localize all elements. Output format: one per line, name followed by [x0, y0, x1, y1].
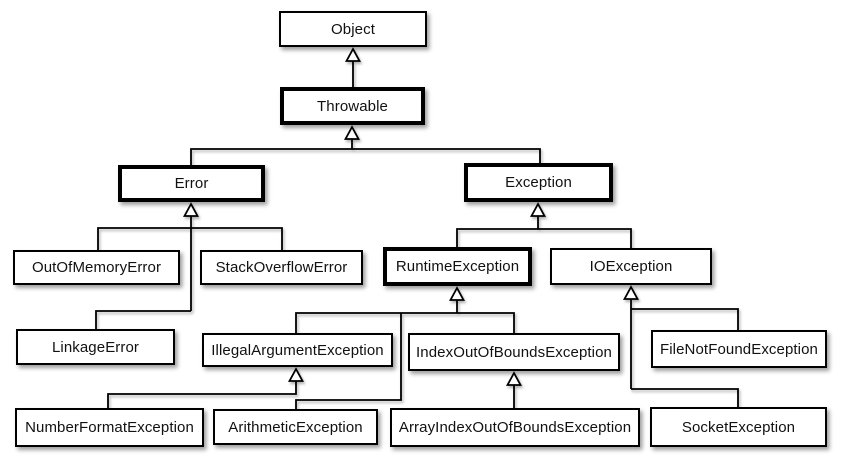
edge-number-format-to-illegal-argument — [107, 367, 305, 408]
class-box-throwable: Throwable — [280, 87, 425, 125]
edge-io-exception-children — [622, 285, 739, 407]
edge-runtime-exception-children — [295, 286, 515, 409]
generalization-arrow-icon — [343, 125, 361, 140]
class-box-io-exception: IOException — [550, 248, 712, 285]
class-box-exception: Exception — [464, 163, 613, 202]
generalization-arrow-icon — [182, 202, 200, 217]
edge-error-children — [95, 202, 283, 329]
class-box-object: Object — [279, 11, 427, 47]
generalization-arrow-icon — [448, 286, 466, 301]
class-box-illegal-argument-exception: IllegalArgumentException — [202, 333, 393, 367]
generalization-arrow-icon — [344, 47, 362, 62]
class-box-socket-exception: SocketException — [650, 407, 827, 447]
class-box-arithmetic-exception: ArithmeticException — [213, 409, 378, 445]
edge-exception-children — [456, 202, 632, 248]
edge-error-exception-to-throwable — [190, 125, 541, 165]
generalization-arrow-icon — [505, 371, 523, 386]
class-box-index-out-of-bounds-exception: IndexOutOfBoundsException — [408, 333, 620, 371]
generalization-arrow-icon — [529, 202, 547, 217]
generalization-arrow-icon — [622, 285, 640, 300]
class-box-runtime-exception: RuntimeException — [383, 247, 532, 286]
class-box-linkage-error: LinkageError — [16, 329, 175, 365]
class-box-out-of-memory-error: OutOfMemoryError — [13, 250, 180, 285]
edge-array-index-to-index-out-of-bounds — [505, 371, 523, 408]
class-box-stack-overflow-error: StackOverflowError — [200, 250, 363, 285]
class-box-file-not-found-exception: FileNotFoundException — [651, 330, 827, 368]
edge-throwable-to-object — [344, 47, 362, 87]
generalization-arrow-icon — [287, 367, 305, 382]
class-box-number-format-exception: NumberFormatException — [15, 408, 204, 447]
class-box-error: Error — [118, 165, 265, 202]
class-box-array-index-out-of-bounds-exception: ArrayIndexOutOfBoundsException — [390, 408, 640, 447]
